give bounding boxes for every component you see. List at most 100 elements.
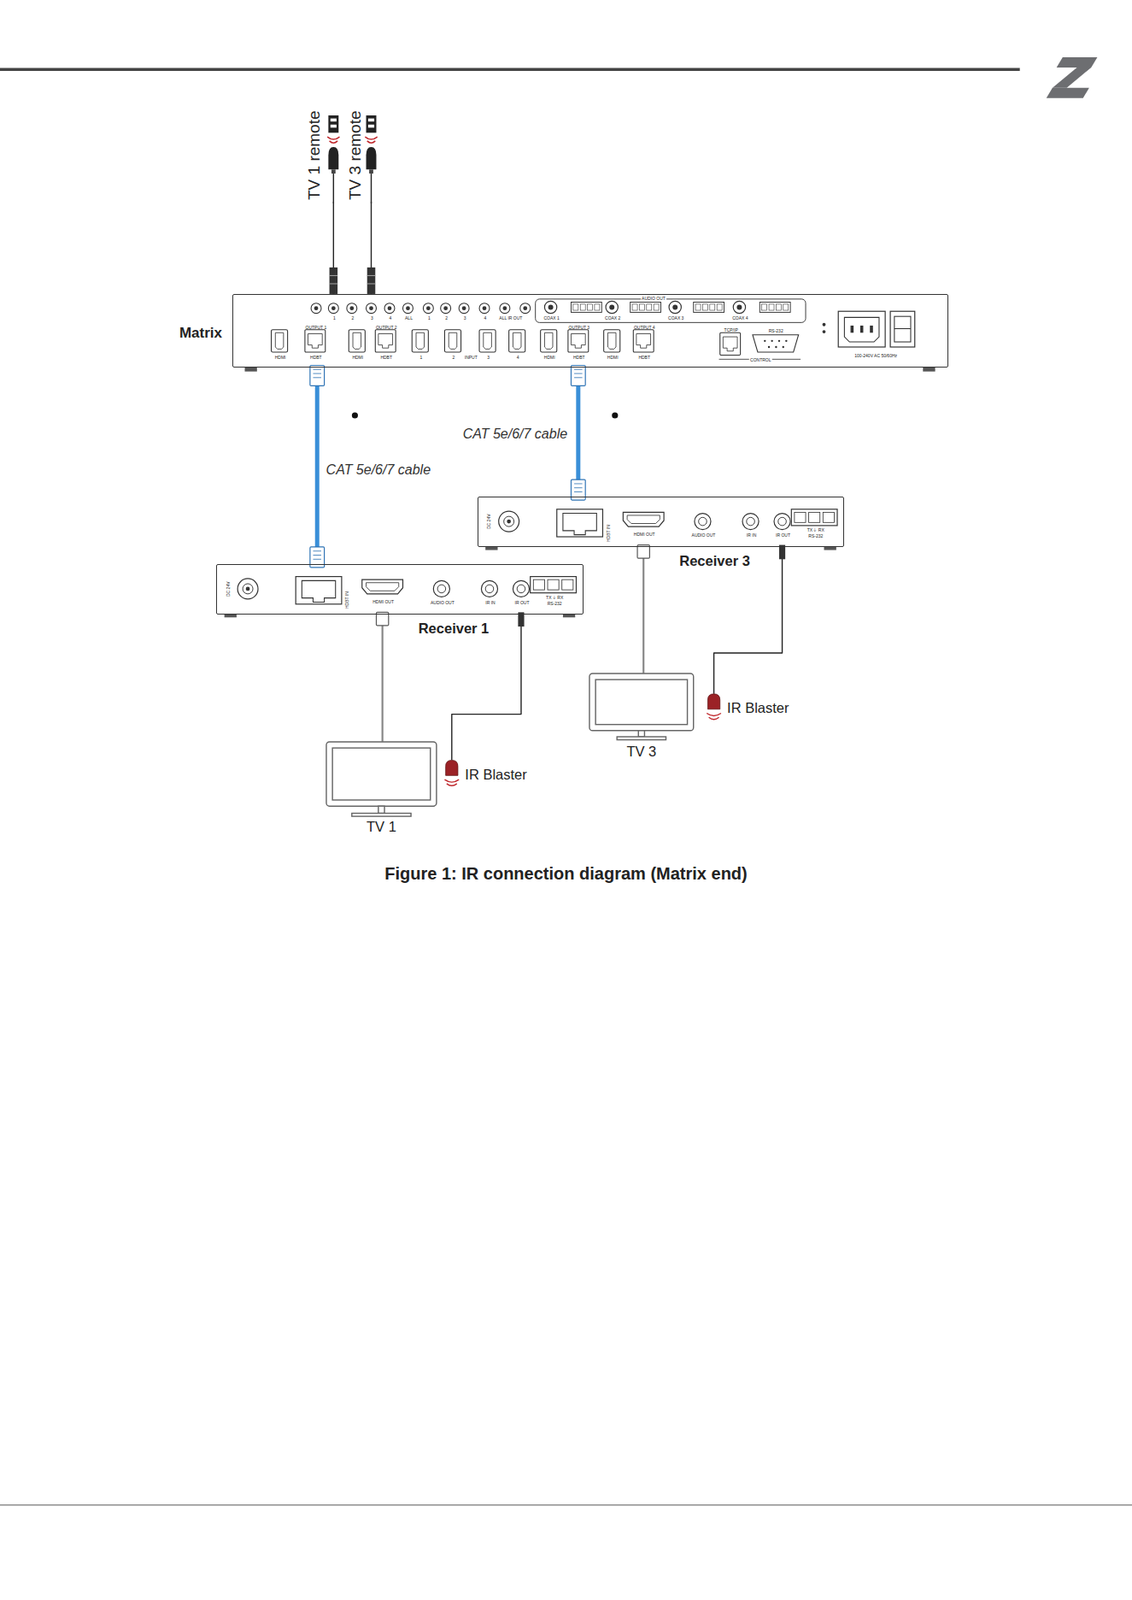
hdmi-cable: [642, 546, 645, 674]
port-label: HDBT IN: [345, 592, 350, 610]
port-label: HDMI: [275, 355, 287, 360]
tv-label: TV 3: [626, 744, 657, 759]
port-label: 2: [452, 355, 456, 360]
group-label: AUDIO OUT: [640, 296, 667, 301]
port-label: COAX 2: [604, 316, 621, 321]
port-label: TX ⏚ RX: [807, 527, 825, 533]
ir-plug: [779, 545, 786, 560]
receiver-panel: [485, 509, 838, 551]
ir-receiver: TV 1 remote: [301, 111, 345, 202]
ir-blaster-icon: [444, 759, 459, 786]
port-label: 3: [486, 355, 490, 360]
brand-logo: [1046, 57, 1098, 99]
hdmi-plug: [637, 545, 650, 559]
tv-monitor: [326, 741, 437, 816]
group-label: OUTPUT 1: [305, 325, 328, 330]
port-label: AUDIO OUT: [430, 600, 455, 605]
port-label: HDMI: [607, 355, 619, 360]
port-label: 4: [516, 355, 520, 360]
cable-label: CAT 5e/6/7 cable: [324, 462, 433, 478]
port-label: HDBT: [310, 355, 323, 360]
port-label: DC 24V: [226, 581, 231, 598]
receiver-panel: [224, 576, 577, 618]
port-label: HDBT: [638, 355, 651, 360]
port-label: IR IN: [485, 600, 495, 605]
ir-receiver: TV 3 remote: [344, 111, 383, 202]
device-name: Receiver 3: [679, 553, 751, 569]
port-label: 4: [484, 316, 487, 321]
dot: [351, 411, 358, 418]
port-label: HDMI OUT: [372, 599, 394, 605]
remote-label: TV 1 remote: [305, 110, 323, 200]
port-label: 1: [428, 316, 431, 321]
header-rule: [0, 68, 1021, 72]
device-name: Matrix: [179, 325, 223, 341]
port-label: COAX 3: [668, 316, 684, 321]
port-label: 1: [333, 316, 336, 321]
port-label: IR OUT: [514, 600, 529, 605]
port-label: TX ⏚ RX: [545, 595, 564, 600]
port-label: ALL: [404, 316, 413, 321]
cat-cable: [575, 367, 581, 498]
ir-blaster: IR Blaster: [706, 693, 801, 725]
port-label: 2: [351, 316, 354, 321]
dot: [611, 411, 618, 418]
remote-label: TV 3 remote: [346, 110, 364, 200]
group-label: OUTPUT 3: [568, 325, 590, 330]
port-label: RS-232: [768, 328, 784, 334]
port-label: 1: [419, 355, 423, 360]
group-label: OUTPUT 2: [375, 325, 398, 330]
tv-label: TV 1: [366, 819, 397, 834]
port-label: TCP/IP: [724, 328, 739, 333]
port-label: HDBT: [380, 355, 393, 360]
hdmi-cable: [381, 614, 384, 742]
ir-cable: [370, 201, 372, 294]
tv-display: TV 3: [589, 673, 694, 740]
ir-blaster-label: IR Blaster: [727, 700, 789, 716]
ir-cable: [451, 614, 522, 761]
port-label: ALL IR OUT: [498, 316, 523, 321]
ir-blaster-label: IR Blaster: [464, 767, 527, 782]
port-label: DC 24V: [486, 514, 492, 530]
tv-monitor: [589, 673, 694, 740]
port-label: IR IN: [746, 533, 757, 538]
rj45-plug: [310, 364, 325, 386]
cable-label: CAT 5e/6/7 cable: [461, 426, 569, 442]
port-label: IR OUT: [775, 533, 791, 538]
port-label: HDBT IN: [606, 524, 611, 542]
rj45-plug: [570, 364, 586, 386]
ir-plug: [517, 611, 524, 627]
hdbaset-receiver: Receiver 3DC 24VHDBT INHDMI OUTAUDIO OUT…: [477, 496, 845, 546]
ir-receiver-cable: [364, 115, 377, 294]
port-label: RS-232: [808, 533, 823, 539]
device-name: Receiver 1: [418, 621, 490, 636]
footer-rule: [0, 1503, 1132, 1505]
group-label: INPUT: [464, 355, 478, 360]
ir-blaster: IR Blaster: [444, 759, 536, 791]
hdmi-plug: [375, 611, 388, 626]
port-label: RS-232: [547, 601, 563, 606]
port-label: 3: [370, 316, 374, 321]
port-label: 2: [445, 316, 448, 321]
port-label: AUDIO OUT: [692, 533, 716, 538]
caption-row: Figure 1: IR connection diagram (Matrix …: [0, 863, 1132, 884]
hdbaset-receiver: Receiver 1DC 24VHDBT INHDMI OUTAUDIO OUT…: [216, 563, 584, 614]
group-label: OUTPUT 4: [633, 325, 656, 330]
cat-cable: [315, 367, 320, 564]
port-label: 4: [389, 316, 393, 321]
matrix-switcher: Matrix1234ALL1234ALL IR OUTAUDIO OUTCOAX…: [232, 293, 949, 368]
port-label: HDBT: [573, 355, 586, 360]
tv-display: TV 1: [326, 741, 437, 816]
matrix-panel: [244, 299, 935, 372]
port-label: COAX 4: [732, 316, 748, 321]
figure-caption: Figure 1: IR connection diagram (Matrix …: [384, 863, 748, 883]
port-label: HDMI: [544, 355, 556, 360]
power-label: 100-240V AC 50/60Hz: [854, 353, 898, 358]
port-label: HDMI OUT: [633, 532, 656, 537]
port-label: HDMI: [351, 355, 364, 360]
port-label: 3: [463, 316, 467, 321]
ir-receiver-cable: [327, 115, 340, 294]
ir-cable: [714, 546, 783, 694]
